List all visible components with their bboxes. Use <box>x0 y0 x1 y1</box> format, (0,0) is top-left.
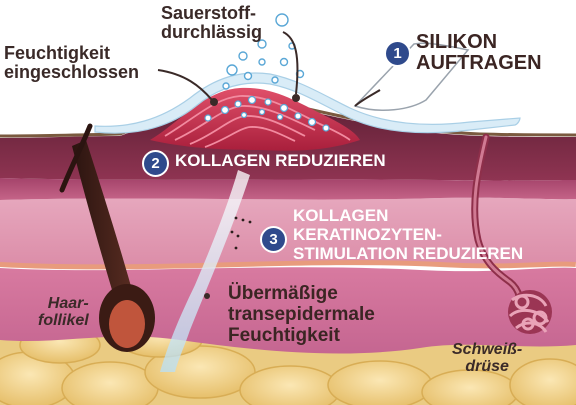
uebermaessig-label-line1: Übermäßige <box>228 283 338 304</box>
step3-label-line2: KERATINOZYTEN- <box>293 225 442 245</box>
step1-label-line2: AUFTRAGEN <box>416 52 542 74</box>
silicone-sheet <box>353 42 470 111</box>
sweat-gland <box>471 133 552 334</box>
hair-strand <box>59 123 93 193</box>
hair-shaft <box>72 140 136 330</box>
haarfollikel-label: Haar- follikel <box>38 295 89 330</box>
feuchtigkeit-label: Feuchtigkeit eingeschlossen <box>4 44 139 82</box>
pink-dermis <box>0 197 576 265</box>
step3-label-line1: KOLLAGEN <box>293 206 389 225</box>
moisture-bubbles <box>204 95 330 132</box>
haarfollikel-label-line1: Haar- <box>47 295 89 312</box>
pointer-lines <box>157 31 381 107</box>
dotted-marks <box>230 216 252 250</box>
sauerstoff-label-line1: Sauerstoff- <box>161 3 257 23</box>
step1-label-line1: SILIKON <box>416 31 498 53</box>
feuchtigkeit-label-line2: eingeschlossen <box>4 61 140 82</box>
step3-label-line3: STIMULATION REDUZIEREN <box>293 244 524 264</box>
step1-badge: 1 <box>384 40 411 67</box>
sauerstoff-label: Sauerstoff- durchlässig <box>161 4 262 42</box>
haarfollikel-label-line2: follikel <box>38 311 89 329</box>
upper-dermis <box>0 178 576 200</box>
step3-badge: 3 <box>260 226 287 253</box>
step1-label: SILIKON AUFTRAGEN <box>416 32 542 74</box>
moisture-stream <box>160 170 250 372</box>
sauerstoff-label-line2: durchlässig <box>161 21 263 42</box>
uebermaessig-label-line2: transepidermale <box>228 303 375 325</box>
step2-label: KOLLAGEN REDUZIEREN <box>175 151 386 170</box>
stream-pointer-dot <box>204 293 210 299</box>
schweissdruese-label-line1: Schweiß- <box>452 341 523 358</box>
step3-label: KOLLAGEN KERATINOZYTEN- STIMULATION REDU… <box>293 206 523 263</box>
uebermaessig-label-line3: Feuchtigkeit <box>228 324 340 346</box>
hair-papilla <box>109 300 145 348</box>
scar-tissue <box>150 87 360 151</box>
schweissdruese-label-line2: drüse <box>465 357 509 375</box>
schweissdruese-label: Schweiß- drüse <box>452 341 523 376</box>
feuchtigkeit-label-line1: Feuchtigkeit <box>4 43 111 63</box>
step2-badge: 2 <box>142 150 169 177</box>
uebermaessig-label: Übermäßige transepidermale Feuchtigkeit <box>228 283 375 347</box>
